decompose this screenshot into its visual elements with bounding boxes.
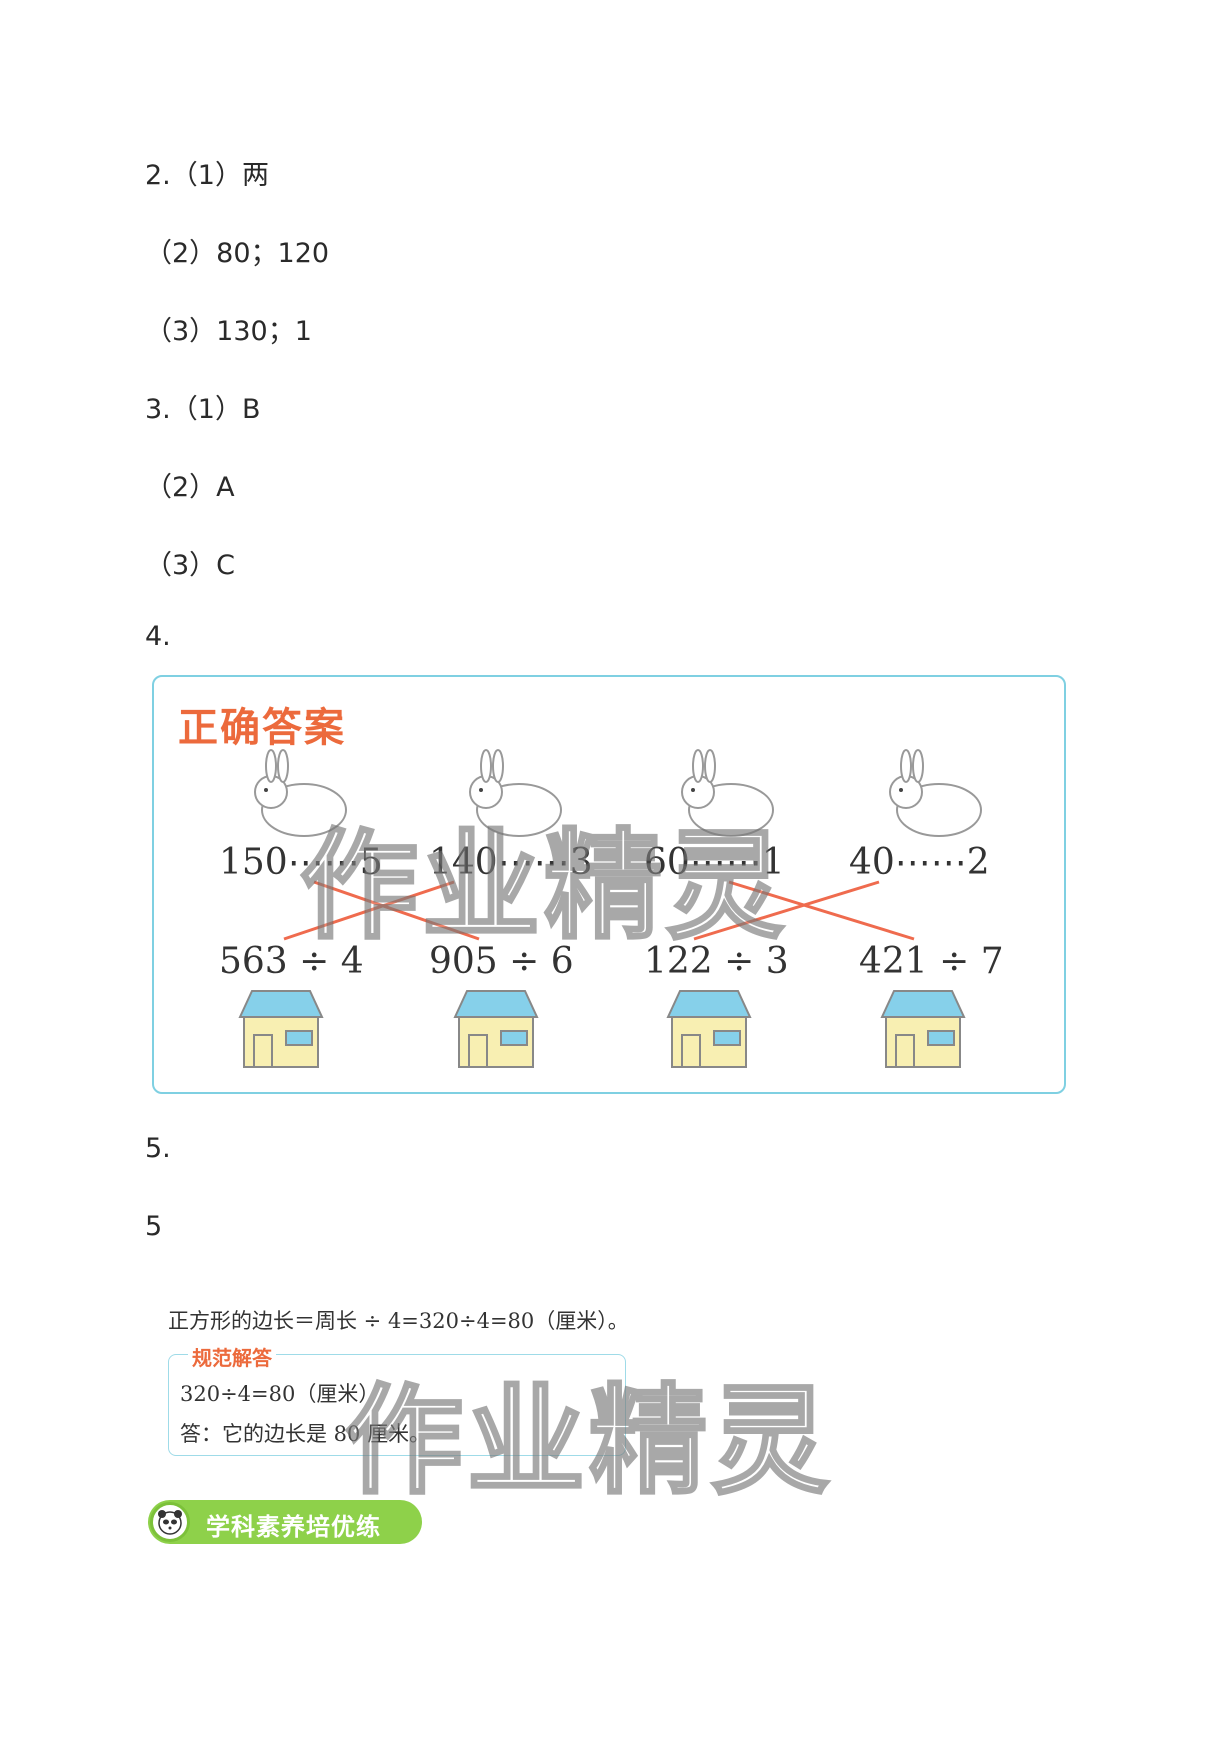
formula-text: 正方形的边长＝周长 ÷ 4=320÷4=80（厘米）。 — [168, 1309, 629, 1333]
answer-line: 5. — [145, 1133, 171, 1164]
rabbit-icon — [254, 749, 347, 837]
answer-line: （2）80；120 — [145, 238, 330, 269]
answer-text: 答：它的边长是 80 厘米。 — [180, 1422, 431, 1446]
matching-figure: 正确答案 150⋯⋯5 — [152, 675, 1066, 1094]
calc-text: 320÷4=80（厘米） — [180, 1382, 380, 1406]
match-line — [283, 880, 455, 941]
answer-line: 4. — [145, 621, 171, 652]
house-icon — [453, 990, 539, 1068]
answer-line: 5 — [145, 1211, 163, 1242]
house-icon — [880, 990, 966, 1068]
remainder-label: 60⋯⋯1 — [644, 842, 785, 883]
remainder-label: 40⋯⋯2 — [849, 842, 990, 883]
figure-title: 正确答案 — [178, 705, 346, 751]
remainder-label: 150⋯⋯5 — [219, 842, 383, 883]
division-expression: 563 ÷ 4 — [219, 941, 364, 982]
house-icon — [238, 990, 324, 1068]
answer-line: 2.（1）两 — [145, 160, 269, 191]
division-expression: 905 ÷ 6 — [429, 941, 574, 982]
section-banner: 学科素养培优练 — [148, 1500, 422, 1544]
answer-line: （2）A — [145, 472, 235, 503]
answer-line: （3）130；1 — [145, 316, 312, 347]
banner-text: 学科素养培优练 — [206, 1513, 381, 1541]
solution-box — [168, 1354, 626, 1456]
rabbit-icon — [889, 749, 982, 837]
rabbit-icon — [681, 749, 774, 837]
matching-svg: 150⋯⋯5 140⋯⋯3 60⋯⋯1 40⋯⋯2 563 ÷ 4 905 ÷ … — [219, 749, 1004, 1068]
solution-label: 规范解答 — [188, 1342, 276, 1371]
rabbit-icon — [469, 749, 562, 837]
remainder-label: 140⋯⋯3 — [429, 842, 593, 883]
match-line — [313, 880, 480, 941]
match-line — [728, 880, 915, 941]
answer-line: （3）C — [145, 550, 236, 581]
division-expression: 122 ÷ 3 — [644, 941, 789, 982]
answer-line: 3.（1）B — [145, 394, 261, 425]
match-line — [693, 880, 880, 941]
house-icon — [666, 990, 752, 1068]
division-expression: 421 ÷ 7 — [859, 941, 1004, 982]
panda-icon — [150, 1502, 190, 1542]
